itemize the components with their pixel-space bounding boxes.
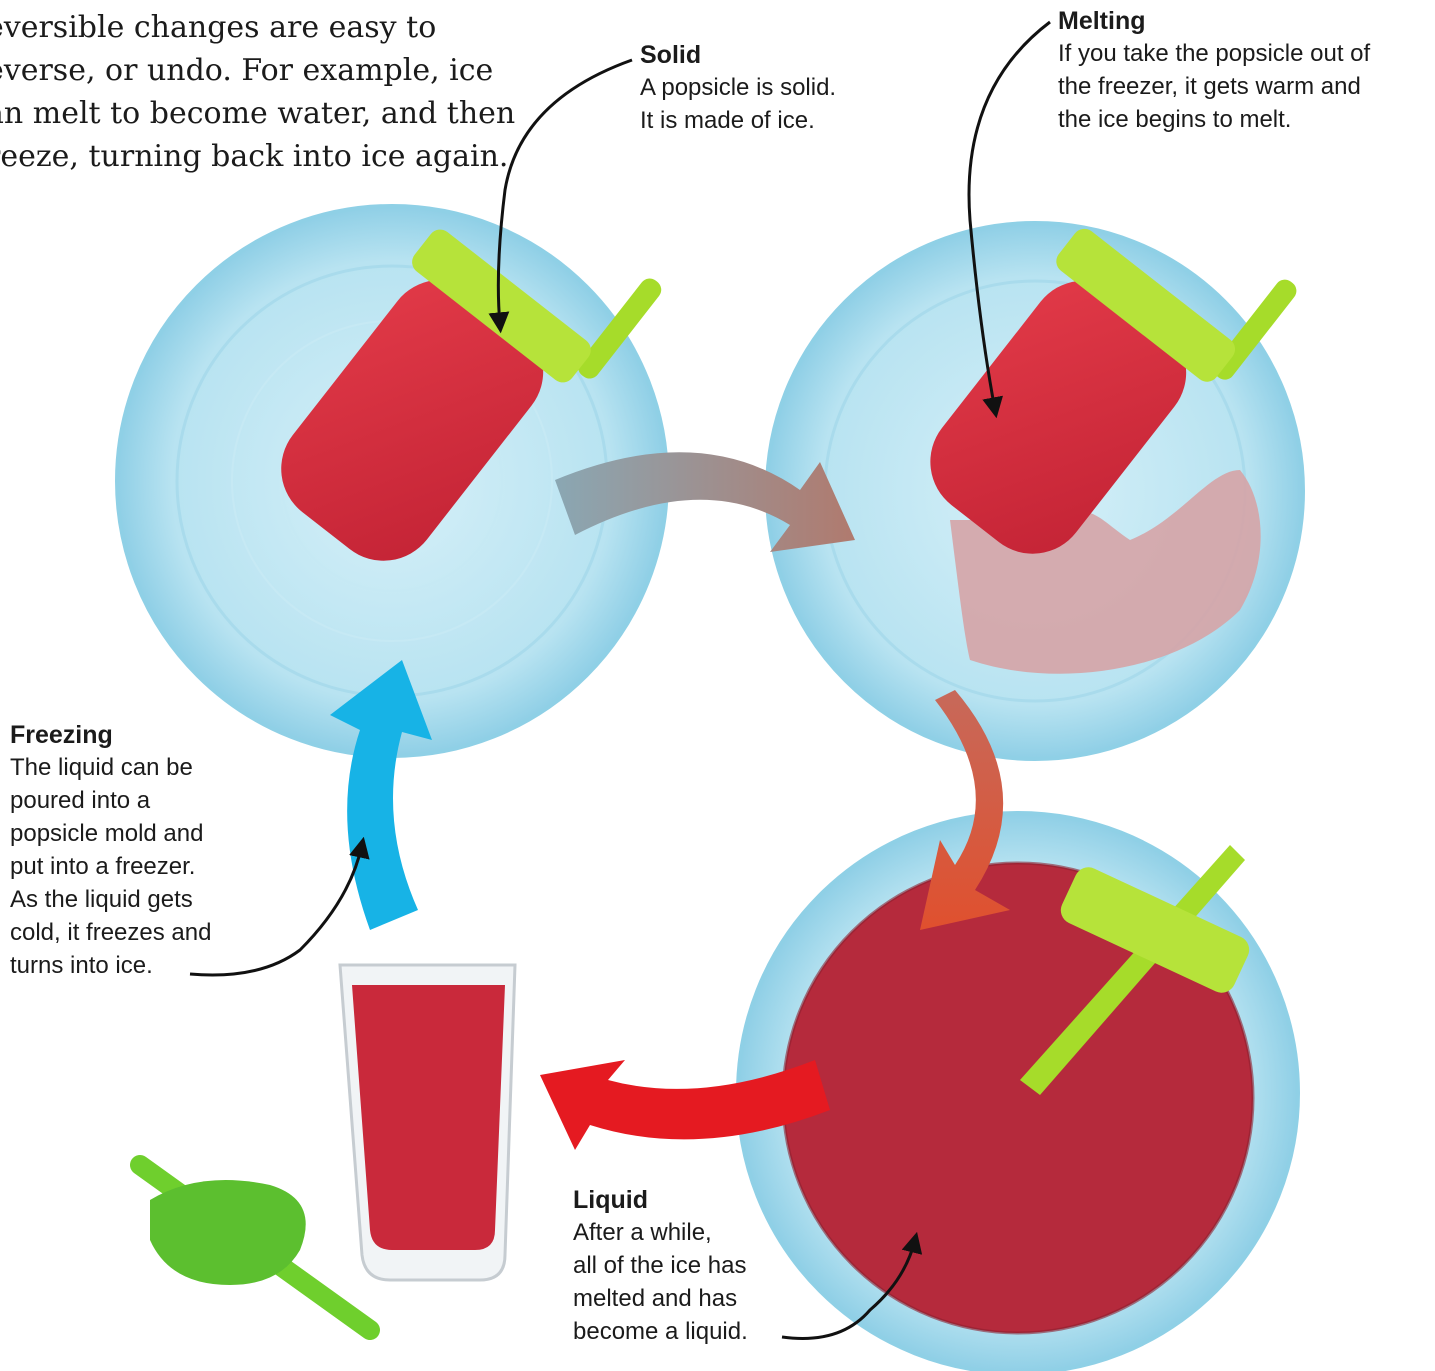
label-freezing: Freezing The liquid can be poured into a… (10, 720, 250, 982)
label-melting-line: the ice begins to melt. (1058, 103, 1433, 136)
label-solid-line: A popsicle is solid. (640, 71, 900, 104)
intro-line: everse, or undo. For example, ice (0, 49, 526, 92)
label-freezing-line: popsicle mold and (10, 817, 250, 850)
label-freezing-line: cold, it freezes and (10, 916, 250, 949)
label-liquid-line: all of the ice has (573, 1249, 813, 1282)
intro-paragraph: eversible changes are easy to everse, or… (0, 6, 526, 178)
intro-line: eversible changes are easy to (0, 6, 526, 49)
label-melting-title: Melting (1058, 6, 1433, 37)
intro-line: reeze, turning back into ice again. (0, 135, 526, 178)
label-liquid-line: melted and has (573, 1282, 813, 1315)
label-freezing-line: As the liquid gets (10, 883, 250, 916)
label-melting-line: the freezer, it gets warm and (1058, 70, 1433, 103)
label-liquid-line: become a liquid. (573, 1315, 813, 1348)
label-melting: Melting If you take the popsicle out of … (1058, 6, 1433, 136)
mold-lid (140, 1165, 370, 1330)
label-solid: Solid A popsicle is solid. It is made of… (640, 40, 900, 137)
popsicle-mold (340, 965, 515, 1280)
label-solid-line: It is made of ice. (640, 104, 900, 137)
label-melting-line: If you take the popsicle out of (1058, 37, 1433, 70)
label-freezing-title: Freezing (10, 720, 250, 751)
label-liquid-title: Liquid (573, 1185, 813, 1216)
label-freezing-line: The liquid can be (10, 751, 250, 784)
label-freezing-line: turns into ice. (10, 949, 250, 982)
label-liquid-line: After a while, (573, 1216, 813, 1249)
label-liquid: Liquid After a while, all of the ice has… (573, 1185, 813, 1348)
label-freezing-line: put into a freezer. (10, 850, 250, 883)
label-freezing-line: poured into a (10, 784, 250, 817)
intro-line: an melt to become water, and then (0, 92, 526, 135)
label-solid-title: Solid (640, 40, 900, 71)
